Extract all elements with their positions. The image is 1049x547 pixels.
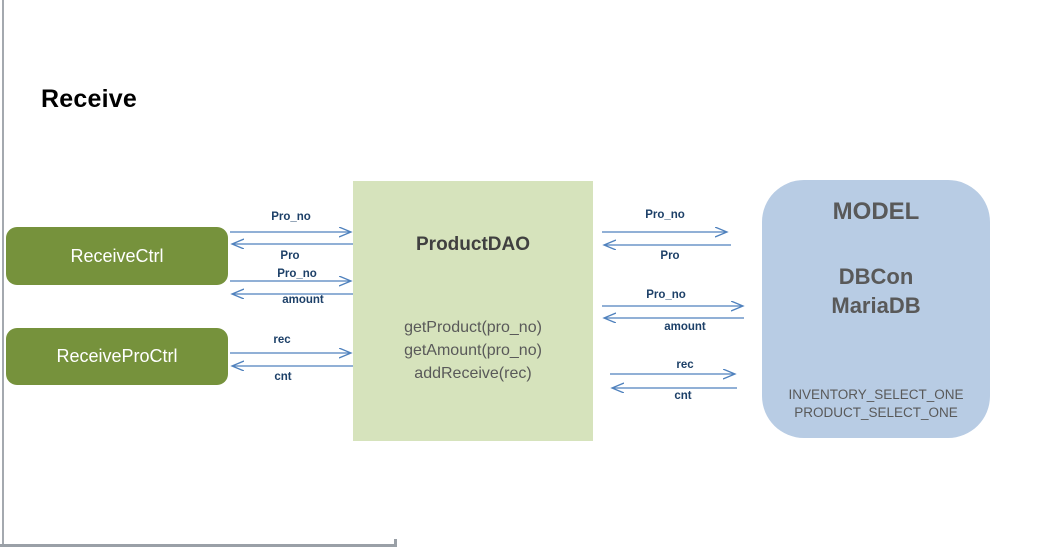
arrow-label-left-amount: amount [282,294,324,306]
node-receive-ctrl-label: ReceiveCtrl [70,245,164,266]
node-product-dao-methods: getProduct(pro_no) getAmount(pro_no) add… [353,316,593,385]
arrow-label-right-rec: rec [676,359,694,371]
method-add-receive: addReceive(rec) [414,365,532,382]
node-model-queries: INVENTORY_SELECT_ONE PRODUCT_SELECT_ONE [762,386,990,422]
arrow-label-right-pro-no: Pro_no [645,209,685,221]
page-bottom-edge-bar [0,544,397,547]
page-left-edge-line [2,0,4,547]
arrow-label-right-pro-no2: Pro_no [646,289,686,301]
node-receive-pro-ctrl-label: ReceiveProCtrl [56,346,178,366]
method-get-product: getProduct(pro_no) [404,319,542,336]
node-model-subtitle: DBCon MariaDB [762,262,990,320]
node-product-dao: ProductDAO getProduct(pro_no) getAmount(… [353,181,593,441]
node-receive-ctrl: ReceiveCtrl [6,227,228,285]
node-product-dao-title: ProductDAO [416,234,530,255]
node-receive-pro-ctrl: ReceiveProCtrl [6,328,228,385]
query-inventory-select-one: INVENTORY_SELECT_ONE [788,387,964,402]
node-model-title: MODEL [832,198,920,225]
arrow-label-right-amount: amount [664,321,706,333]
model-line-mariadb: MariaDB [831,293,921,318]
arrow-label-right-pro: Pro [660,250,680,262]
arrow-label-left-pro-no: Pro_no [271,211,311,223]
method-get-amount: getAmount(pro_no) [404,342,542,359]
arrow-label-left-pro-no2: Pro_no [277,268,317,280]
query-product-select-one: PRODUCT_SELECT_ONE [794,405,958,420]
arrow-label-right-cnt: cnt [674,390,692,402]
arrow-label-left-rec: rec [273,334,291,346]
model-line-dbcon: DBCon [838,264,914,289]
arrow-label-left-pro: Pro [280,250,300,262]
page-title: Receive [41,85,137,113]
node-model: MODEL DBCon MariaDB INVENTORY_SELECT_ONE… [762,180,990,438]
page-bottom-edge-tick [394,539,397,547]
arrow-label-left-cnt: cnt [274,371,292,383]
